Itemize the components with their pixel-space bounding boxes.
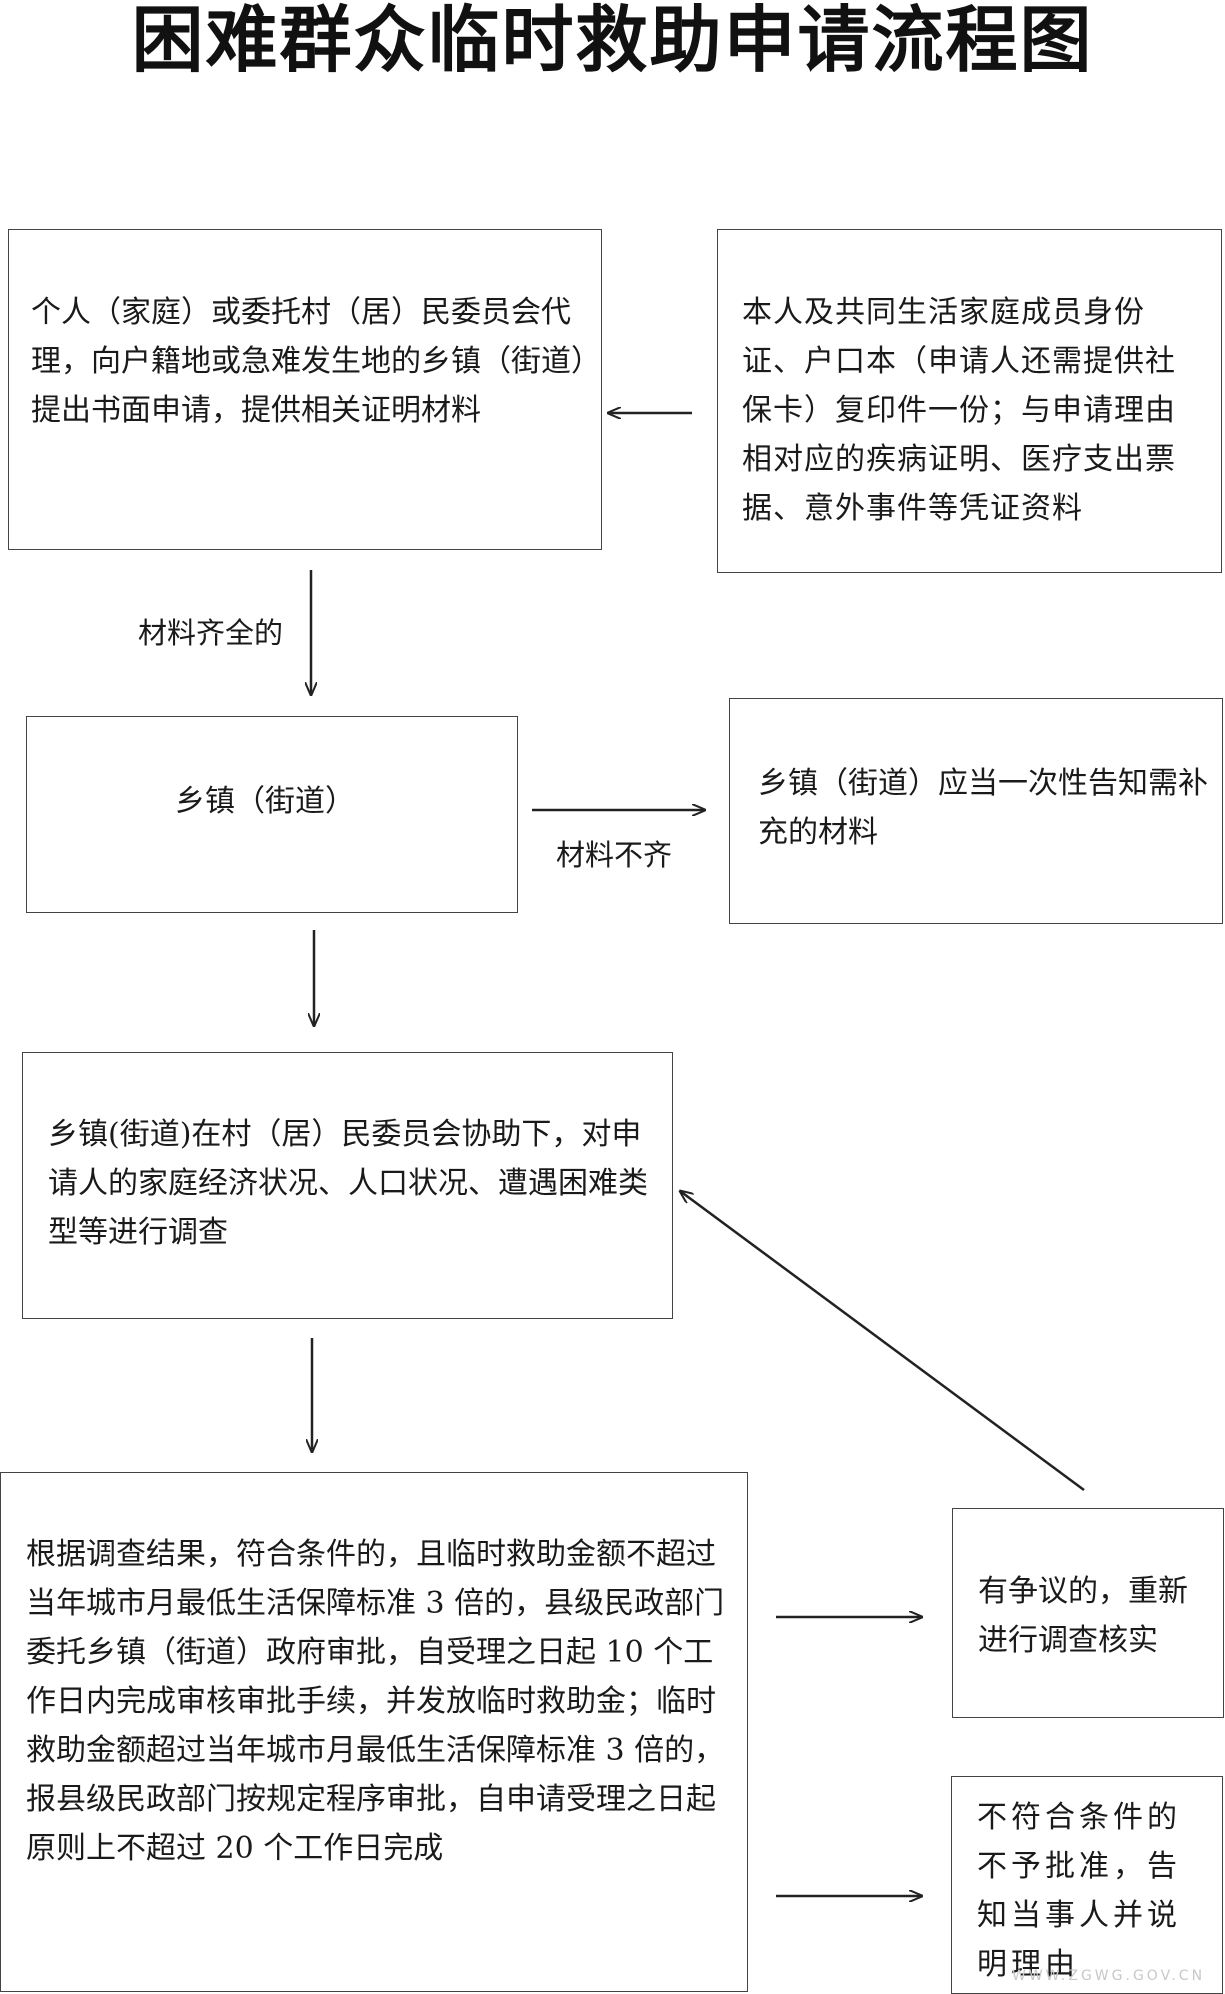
node-township-text: 乡镇（街道） [175, 784, 355, 819]
watermark: WWW.ZGWG.GOV.CN [1012, 1968, 1206, 1984]
node-township-box: 乡镇（街道） [26, 716, 518, 913]
node-documents-text: 本人及共同生活家庭成员身份证、户口本（申请人还需提供社保卡）复印件一份；与申请理… [742, 295, 1176, 526]
node-notify-text: 乡镇（街道）应当一次性告知需补充的材料 [758, 766, 1208, 850]
node-dispute-box: 有争议的，重新进行调查核实 [952, 1508, 1224, 1718]
node-notify-box: 乡镇（街道）应当一次性告知需补充的材料 [729, 698, 1223, 924]
node-investigate-text: 乡镇(街道)在村（居）民委员会协助下，对申请人的家庭经济状况、人口状况、遭遇困难… [48, 1117, 648, 1250]
edge-label-incomplete: 材料不齐 [556, 838, 673, 872]
node-apply-box: 个人（家庭）或委托村（居）民委员会代理，向户籍地或急难发生地的乡镇（街道）提出书… [8, 229, 602, 550]
node-approval-box: 根据调查结果，符合条件的，且临时救助金额不超过当年城市月最低生活保障标准 3 倍… [0, 1472, 748, 1992]
node-documents-box: 本人及共同生活家庭成员身份证、户口本（申请人还需提供社保卡）复印件一份；与申请理… [717, 229, 1222, 573]
node-dispute-text: 有争议的，重新进行调查核实 [978, 1574, 1188, 1658]
page-title: 困难群众临时救助申请流程图 [131, 0, 1094, 82]
node-reject-box: 不符合条件的不予批准，告知当事人并说明理由 [951, 1776, 1223, 1994]
node-investigate-box: 乡镇(街道)在村（居）民委员会协助下，对申请人的家庭经济状况、人口状况、遭遇困难… [22, 1052, 673, 1319]
node-approval-text: 根据调查结果，符合条件的，且临时救助金额不超过当年城市月最低生活保障标准 3 倍… [26, 1537, 725, 1866]
arrow-dispute-to-investigate [680, 1191, 1085, 1492]
node-apply-text: 个人（家庭）或委托村（居）民委员会代理，向户籍地或急难发生地的乡镇（街道）提出书… [31, 295, 586, 428]
node-reject-text: 不符合条件的不予批准，告知当事人并说明理由 [977, 1800, 1181, 1982]
edge-label-complete: 材料齐全的 [138, 616, 284, 650]
